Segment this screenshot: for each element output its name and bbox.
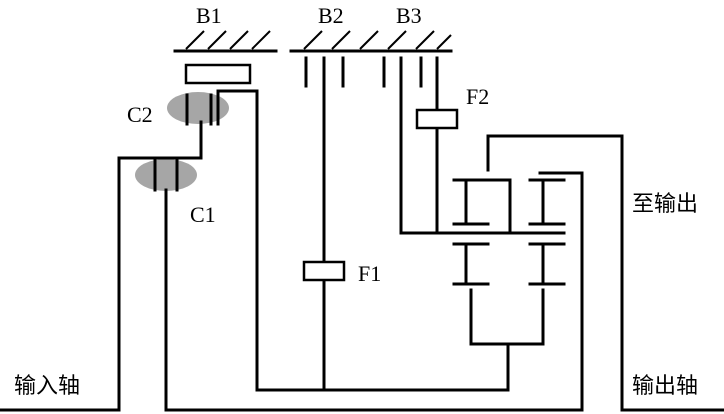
clutch-c2-plates — [185, 93, 213, 126]
sun-gear-drum — [216, 89, 510, 392]
c1-driven-shaft — [164, 171, 584, 412]
one-way-clutch-f2 — [415, 108, 459, 130]
brake-b1-ground — [173, 30, 278, 53]
brake-b2-b3-ground — [289, 30, 453, 53]
planetary-gear-set — [452, 178, 566, 346]
clutch-c2-label: C2 — [127, 102, 153, 127]
clutch-c1-plates — [153, 158, 179, 192]
output-shaft-line — [486, 134, 724, 412]
clutch-c1-label: C1 — [190, 202, 216, 227]
one-way-f2-label: F2 — [466, 84, 489, 109]
brake-b2-plates — [304, 56, 345, 88]
brake-b3-plates — [382, 56, 423, 88]
input-shaft-line — [0, 120, 203, 412]
brake-b3-label: B3 — [396, 3, 422, 28]
to-output-label: 至输出 — [632, 192, 698, 217]
one-way-clutch-f1 — [302, 260, 346, 282]
brake-b1-label: B1 — [196, 3, 222, 28]
output-shaft-label: 输出轴 — [632, 374, 698, 399]
clutch-c2-shade — [167, 92, 229, 124]
clutch-c1-shade — [135, 159, 197, 191]
input-shaft-label: 输入轴 — [14, 374, 80, 399]
brake-b1-band — [184, 63, 252, 85]
one-way-f1-label: F1 — [358, 261, 381, 286]
brake-b2-label: B2 — [318, 3, 344, 28]
